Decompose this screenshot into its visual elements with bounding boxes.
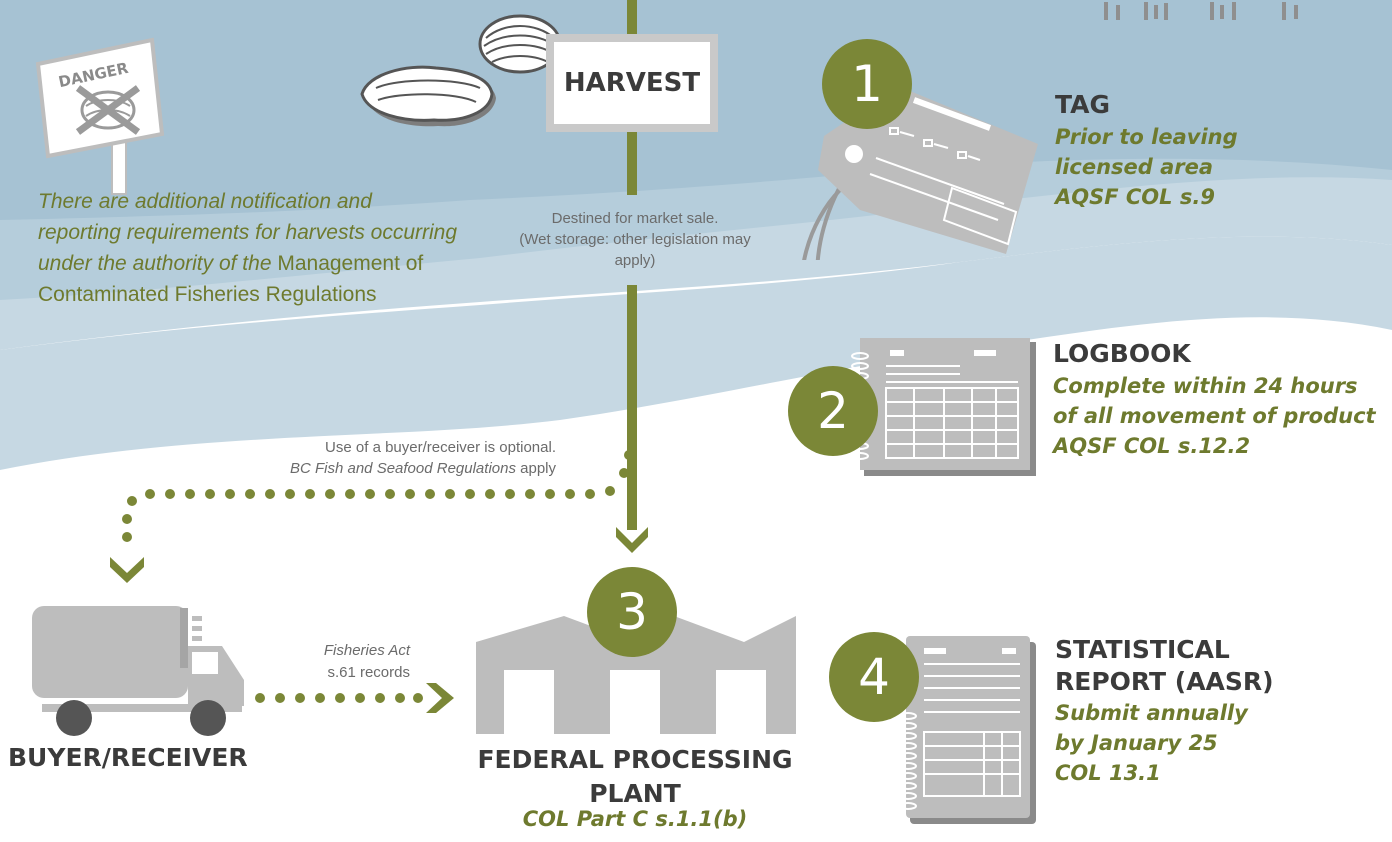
step-4-title-line-2: REPORT (AASR): [1055, 667, 1274, 696]
step-1-line-3: AQSF COL s.9: [1055, 185, 1215, 209]
bc-regs-italic: BC Fish and Seafood Regulations: [289, 460, 516, 477]
oyster-icon: [360, 65, 496, 127]
shore-band: [0, 236, 1392, 470]
buyer-arrow-icon: [110, 557, 144, 583]
market-sale-line: Destined for market sale.: [551, 210, 719, 227]
step-2-text: LOGBOOK Complete within 24 hours of all …: [1053, 337, 1376, 461]
danger-sign: DANGER: [34, 36, 164, 195]
tag-icon: [802, 86, 1038, 260]
step-4-title-line-1: STATISTICAL: [1055, 635, 1230, 664]
factory-icon: [476, 616, 796, 734]
buyer-optional-note: Use of a buyer/receiver is optional. BC …: [206, 437, 556, 479]
step-2-badge: 2: [788, 366, 878, 456]
bc-regs-tail: apply: [520, 460, 556, 477]
plant-title-line-1: FEDERAL PROCESSING: [477, 745, 793, 774]
harvest-line-bottom: [627, 285, 637, 530]
contaminated-note: There are additional notification and re…: [38, 186, 458, 310]
danger-sign-graphic: [35, 37, 164, 195]
step-2-line-3: AQSF COL s.12.2: [1053, 434, 1251, 458]
step-1-line-2: licensed area: [1055, 155, 1214, 179]
buyer-label: BUYER/RECEIVER: [8, 743, 248, 772]
market-sale-note: Destined for market sale. (Wet storage: …: [500, 208, 770, 271]
step-2-line-1: Complete within 24 hours: [1053, 374, 1358, 398]
step-2-line-2: of all movement of product: [1053, 404, 1376, 428]
report-icon: [900, 636, 1036, 824]
plant-arrow-icon: [426, 683, 454, 713]
harvest-label: HARVEST: [563, 68, 701, 98]
plant-reference: COL Part C s.1.1(b): [522, 807, 748, 831]
step-4-badge: 4: [829, 632, 919, 722]
fisheries-act-italic: Fisheries Act: [323, 642, 410, 659]
plant-title-line-2: PLANT: [589, 779, 681, 808]
fisheries-act-tail: s.61 records: [327, 664, 410, 681]
contaminated-note-tail: Management of Contaminated Fisheries Reg…: [38, 252, 424, 306]
step-1-text: TAG Prior to leaving licensed area AQSF …: [1055, 88, 1238, 212]
step-4-line-1: Submit annually: [1055, 701, 1248, 725]
step-3-badge: 3: [587, 567, 677, 657]
plant-title: FEDERAL PROCESSING PLANT: [440, 743, 830, 811]
step-1-line-1: Prior to leaving: [1055, 125, 1238, 149]
step-4-line-3: COL 13.1: [1055, 761, 1161, 785]
buyer-optional-line: Use of a buyer/receiver is optional.: [325, 439, 556, 456]
truck-icon: [32, 606, 244, 736]
harvest-sign: HARVEST: [546, 34, 718, 132]
plant-dotted-path: [255, 683, 454, 713]
step-4-text: STATISTICAL REPORT (AASR) Submit annuall…: [1055, 634, 1274, 788]
contaminated-note-lead: There are additional notification and re…: [38, 190, 458, 275]
fisheries-act-note: Fisheries Act s.61 records: [250, 640, 410, 684]
pilings-decoration: [1104, 2, 1298, 20]
buyer-dotted-path: [110, 450, 634, 583]
bc-regs-line: BC Fish and Seafood Regulations apply: [206, 458, 556, 479]
step-4-line-2: by January 25: [1055, 731, 1218, 755]
down-arrow-icon: [616, 527, 648, 553]
step-1-badge: 1: [822, 39, 912, 129]
wet-storage-line: (Wet storage: other legislation may appl…: [519, 231, 751, 269]
step-2-title: LOGBOOK: [1053, 339, 1191, 368]
logbook-icon: [851, 338, 1036, 476]
step-1-title: TAG: [1055, 90, 1110, 119]
